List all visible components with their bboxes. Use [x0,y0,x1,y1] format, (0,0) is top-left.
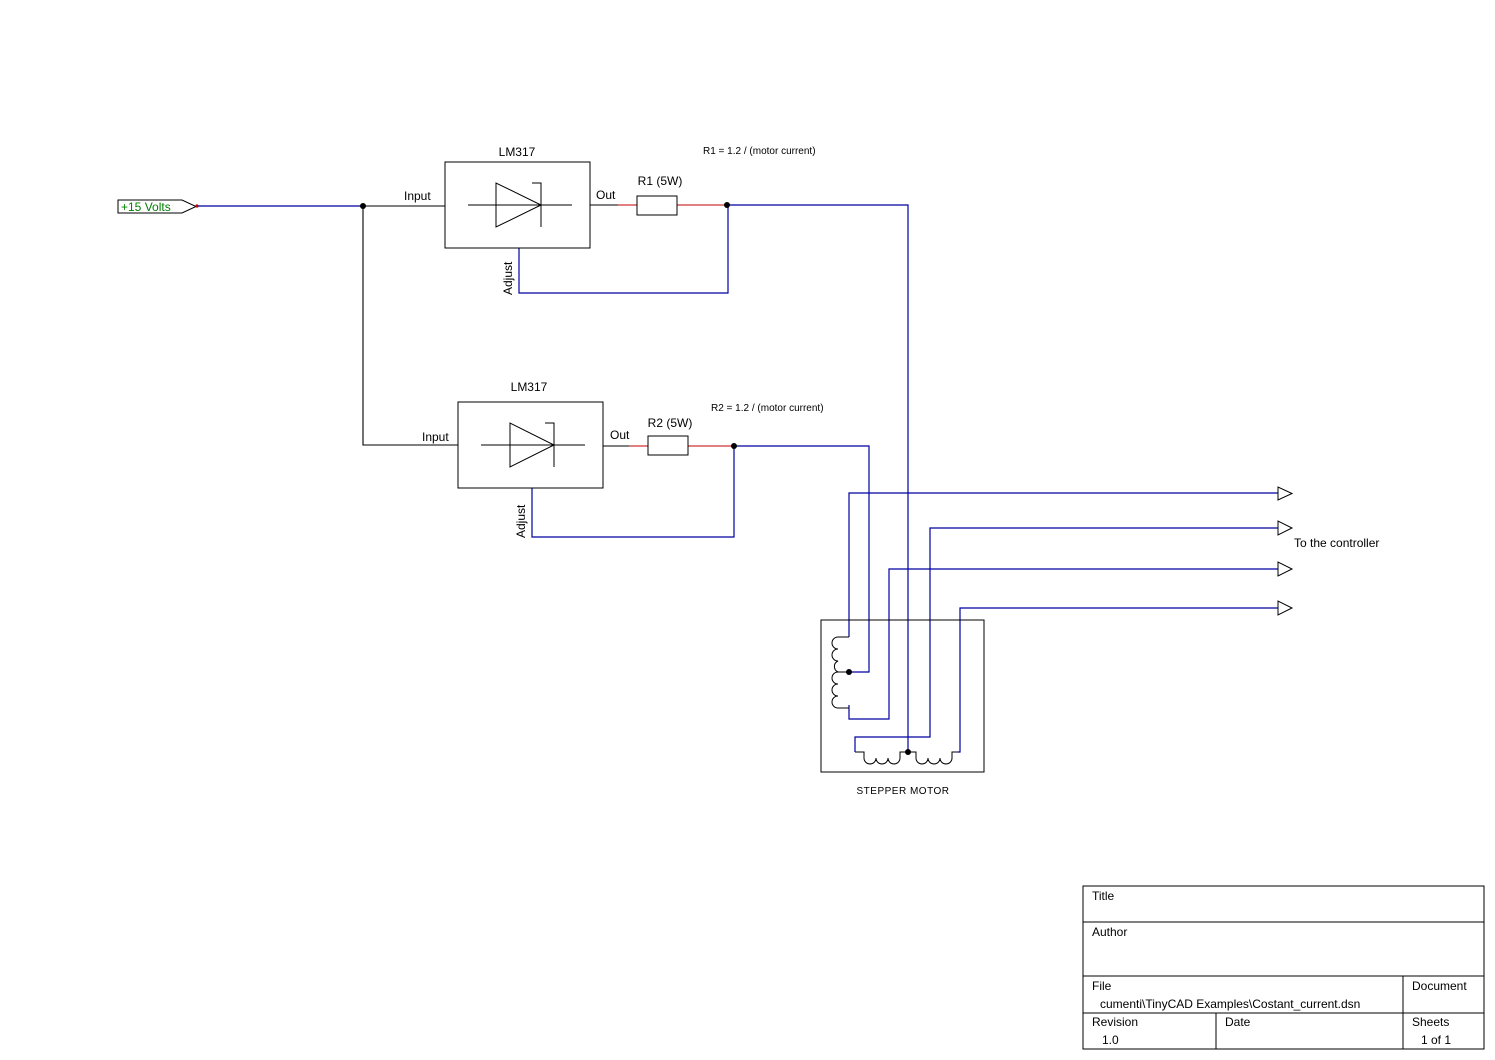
regulator-1[interactable]: LM317 Input Out Adjust [404,145,616,295]
author-label: Author [1092,925,1127,939]
regulator-2[interactable]: LM317 Input Out Adjust [422,380,630,538]
stepper-motor-label: STEPPER MOTOR [857,786,950,797]
output-arrow-icon [1277,520,1294,536]
black-wires [362,204,648,447]
controller-ports[interactable]: To the controller [1277,486,1379,616]
zener-diode-icon [481,422,585,468]
pin-stubs [618,204,734,447]
file-value: cumenti\TinyCAD Examples\Costant_current… [1100,997,1360,1011]
resistor-r2-label: R2 (5W) [648,416,693,430]
stepper-motor[interactable]: STEPPER MOTOR [820,619,985,797]
zener-diode-icon [468,182,572,228]
title-block: Title Author File cumenti\TinyCAD Exampl… [1082,885,1485,1050]
revision-label: Revision [1092,1015,1138,1029]
coil-icon [831,636,849,709]
output-arrow-icon [1277,600,1294,616]
power-port[interactable]: +15 Volts [117,199,199,214]
controller-label: To the controller [1294,536,1379,550]
sheets-label: Sheets [1412,1015,1449,1029]
regulator-1-out-label: Out [596,188,616,202]
date-label: Date [1225,1015,1251,1029]
resistor-r1[interactable]: R1 (5W) [636,174,683,216]
power-port-label: +15 Volts [121,200,171,214]
document-label: Document [1412,979,1467,993]
resistor-r1-label: R1 (5W) [638,174,683,188]
resistor-r2[interactable]: R2 (5W) [647,416,693,456]
r2-formula-note: R2 = 1.2 / (motor current) [711,403,824,414]
regulator-1-adjust-label: Adjust [501,261,515,295]
file-label: File [1092,979,1112,993]
regulator-1-name: LM317 [499,145,536,159]
junctions [360,202,911,755]
title-label: Title [1092,889,1115,903]
r1-formula-note: R1 = 1.2 / (motor current) [703,146,816,157]
regulator-2-out-label: Out [610,428,630,442]
regulator-2-name: LM317 [511,380,548,394]
revision-value: 1.0 [1102,1033,1119,1047]
sheets-value: 1 of 1 [1421,1033,1451,1047]
regulator-2-input-label: Input [422,430,449,444]
output-arrow-icon [1277,561,1294,577]
regulator-2-adjust-label: Adjust [514,504,528,538]
regulator-1-input-label: Input [404,189,431,203]
output-arrow-icon [1277,486,1294,501]
coil-icon [855,751,958,765]
wires [198,204,1278,753]
